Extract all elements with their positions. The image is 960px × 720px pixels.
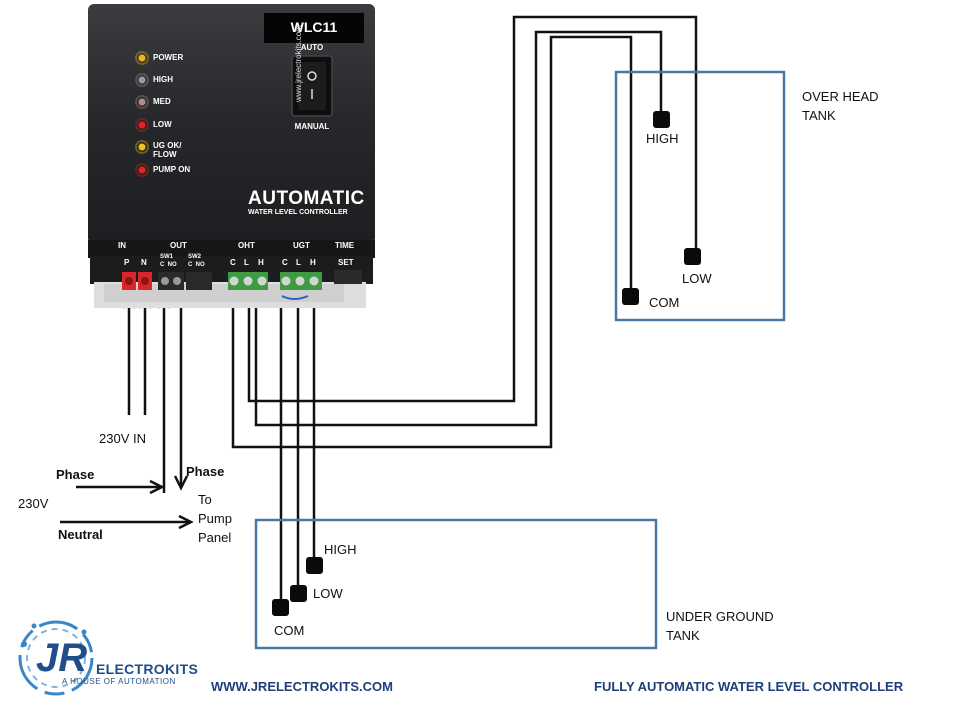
label-strip — [88, 240, 375, 258]
term-sw1-sub: C NO — [160, 262, 177, 268]
ugt-com-label: COM — [274, 623, 305, 638]
ugt-com-probe — [272, 599, 289, 616]
led-indicator-3 — [138, 121, 146, 129]
led-label-2: MED — [153, 97, 171, 106]
led-indicator-0 — [138, 54, 146, 62]
led-label-0: POWER — [153, 53, 184, 62]
ugt-low-label: LOW — [313, 586, 343, 601]
power-wires — [60, 293, 194, 530]
ugt-high-label: HIGH — [324, 542, 357, 557]
led-label-4: UG OK/ FLOW — [153, 141, 182, 159]
term-p: P — [124, 258, 130, 267]
led-label-1: HIGH — [153, 75, 173, 84]
to-pump-panel-label: To Pump Panel — [198, 492, 232, 545]
oht-high-probe — [653, 111, 670, 128]
controller-body — [88, 4, 375, 308]
term-ugt-c: C — [282, 258, 288, 267]
terminal-sw1-c — [161, 277, 169, 285]
term-sw2-sub: C NO — [188, 262, 205, 268]
ugt-low-probe — [290, 585, 307, 602]
led-glow-1 — [135, 73, 149, 87]
logo-letters: JR — [36, 636, 88, 680]
model-label: WLC11 — [290, 19, 338, 35]
brand-main: AUTOMATIC — [248, 188, 365, 209]
led-indicator-5 — [138, 166, 146, 174]
phase-out-label: Phase — [186, 464, 225, 479]
led-glow-5 — [135, 163, 149, 177]
term-set: SET — [338, 258, 354, 267]
time-set-knob — [334, 270, 362, 284]
controller-unit: WLC11 AUTO MANUAL www.jrelectrokits.com … — [88, 4, 375, 310]
supply-voltage-label: 230V — [18, 496, 49, 511]
group-out: OUT — [170, 241, 187, 250]
term-sw2: SW2 — [188, 254, 202, 260]
neutral-label: Neutral — [58, 527, 103, 542]
oht-high-wire — [254, 30, 663, 427]
logo-name: ELECTROKITS — [96, 661, 199, 677]
led-indicator-2 — [138, 98, 146, 106]
switch-auto-label: AUTO — [300, 43, 324, 52]
oht-low-label: LOW — [682, 271, 712, 286]
phase-arrow — [149, 479, 165, 495]
oht-wires — [231, 15, 698, 449]
overhead-tank-outline — [614, 70, 786, 322]
term-oht-c: C — [230, 258, 236, 267]
ugt-wires — [279, 294, 316, 604]
term-oht-l: L — [244, 258, 249, 267]
underground-tank-outline — [254, 518, 658, 650]
oht-com-wire — [231, 35, 633, 449]
term-ugt-h: H — [310, 258, 316, 267]
logo-emblem-icon — [18, 620, 94, 696]
led-glow-2 — [135, 95, 149, 109]
oht-com-label: COM — [649, 295, 680, 310]
oht-low-wire — [247, 15, 698, 403]
ugt-high-probe — [306, 557, 323, 574]
group-time: TIME — [335, 241, 355, 250]
device-url: www.jrelectrokits.com — [294, 25, 303, 102]
input-voltage-label: 230V IN — [99, 431, 146, 446]
term-n: N — [141, 258, 147, 267]
led-glow-3 — [135, 118, 149, 132]
term-oht-h: H — [258, 258, 264, 267]
terminal-sw1-no — [173, 277, 181, 285]
sw2-arrow — [173, 475, 189, 491]
probes — [272, 111, 701, 616]
group-ugt: UGT — [293, 241, 310, 250]
oht-com-probe — [622, 288, 639, 305]
logo-tagline: A HOUSE OF AUTOMATION — [62, 677, 176, 686]
led-label-5: PUMP ON — [153, 165, 191, 174]
led-indicators — [135, 51, 149, 177]
led-label-3: LOW — [153, 120, 172, 129]
overhead-tank-title: OVER HEAD TANK — [802, 89, 879, 123]
led-glow-4 — [135, 140, 149, 154]
brand-sub: WATER LEVEL CONTROLLER — [248, 209, 348, 216]
switch-manual-label: MANUAL — [294, 122, 330, 131]
led-glow-0 — [135, 51, 149, 65]
led-indicator-4 — [138, 143, 146, 151]
footer-website: WWW.JRELECTROKITS.COM — [211, 679, 393, 694]
led-indicator-1 — [138, 76, 146, 84]
footer-caption: FULLY AUTOMATIC WATER LEVEL CONTROLLER — [594, 679, 904, 694]
model-badge — [264, 13, 364, 43]
group-in: IN — [118, 241, 126, 250]
oht-low-probe — [684, 248, 701, 265]
group-oht: OHT — [238, 241, 255, 250]
term-ugt-l: L — [296, 258, 301, 267]
oht-high-label: HIGH — [646, 131, 679, 146]
underground-tank-title: UNDER GROUND TANK — [666, 609, 774, 643]
term-sw1: SW1 — [160, 254, 174, 260]
phase-in-label: Phase — [56, 467, 95, 482]
neutral-arrow — [178, 514, 194, 530]
brand-logo: JR ELECTROKITS A HOUSE OF AUTOMATION — [14, 614, 199, 706]
